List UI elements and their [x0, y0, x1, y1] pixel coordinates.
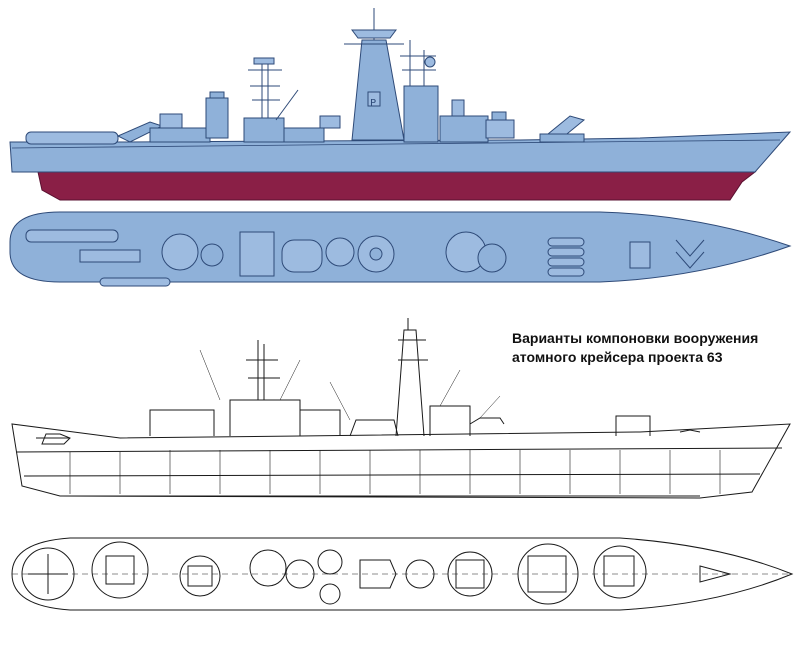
aft-director	[205, 97, 229, 139]
caption-line-1: Варианты компоновки вооружения	[512, 330, 759, 346]
helicopter	[36, 433, 71, 445]
main-tower: P	[344, 8, 405, 141]
helipad	[21, 547, 75, 601]
frame-lines	[69, 450, 721, 494]
deck-hull	[9, 211, 792, 283]
fwd-turret	[485, 119, 515, 139]
caption-line-2: атомного крейсера проекта 63	[512, 349, 723, 365]
colored-deck-plan	[9, 211, 792, 287]
colored-side-profile: P	[9, 8, 792, 201]
line-deck-plan	[11, 537, 794, 611]
stern-launcher	[25, 131, 119, 145]
fwd-plan-circle	[517, 543, 579, 605]
launcher-cells	[547, 237, 651, 277]
fore-mast	[400, 40, 439, 143]
svg-text:P: P	[370, 98, 376, 109]
underwater-hull	[37, 171, 757, 201]
tower-outline	[395, 329, 425, 437]
hull-outline	[11, 423, 791, 499]
aft-mast	[243, 57, 299, 143]
caption: Варианты компоновки вооружения атомного …	[512, 329, 797, 367]
callout-leaders	[199, 349, 501, 421]
deck-outline	[11, 537, 794, 611]
aft-turret-plan	[161, 233, 199, 271]
line-side-profile	[11, 318, 791, 499]
